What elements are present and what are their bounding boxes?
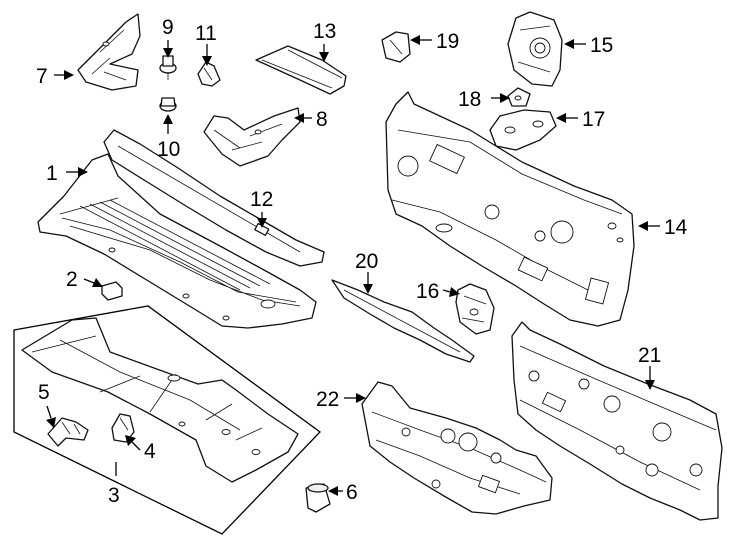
part-12-seal-strip [103, 129, 325, 267]
callout-2: 2 [66, 268, 78, 291]
part-10-plug [159, 97, 177, 112]
part-20-seal [331, 279, 475, 363]
callout-13: 13 [313, 20, 336, 43]
callout-7: 7 [36, 65, 48, 88]
callout-6: 6 [346, 481, 358, 504]
callout-3: 3 [108, 484, 120, 507]
callout-9: 9 [162, 16, 174, 39]
callout-4: 4 [144, 440, 156, 463]
callout-8: 8 [316, 108, 328, 131]
callout-19: 19 [436, 30, 459, 53]
part-17-bracket [489, 109, 557, 151]
callout-11: 11 [195, 22, 217, 45]
part-18-clip [507, 87, 531, 107]
part-9-bolt [159, 55, 177, 80]
part-8-bracket [203, 107, 301, 167]
callout-22: 22 [316, 388, 339, 411]
part-14-dash-panel [385, 91, 635, 327]
part-13-tray [255, 45, 347, 95]
part-4-bracket [111, 413, 135, 443]
callout-1: 1 [46, 162, 58, 185]
callout-18: 18 [458, 88, 481, 111]
part-2-clip [101, 281, 123, 301]
callout-labels: 1 2 3 4 5 6 7 8 9 10 11 12 13 14 15 16 1… [36, 16, 688, 507]
part-6-grommet [305, 483, 331, 513]
part-3-cowl-panel [21, 317, 299, 483]
part-22-insulator [361, 381, 553, 515]
part-5-bracket [47, 417, 89, 447]
part-7-bracket [77, 13, 141, 91]
part-3-assembly-group [13, 305, 321, 535]
callout-12: 12 [250, 188, 273, 211]
callout-5: 5 [38, 381, 50, 404]
callout-21: 21 [638, 344, 661, 367]
part-16-bracket [455, 283, 495, 335]
callout-17: 17 [582, 108, 605, 131]
part-3-group-outline [13, 305, 321, 535]
part-19-bracket [381, 31, 411, 63]
callout-16: 16 [416, 280, 439, 303]
callout-20: 20 [355, 250, 378, 273]
part-1-cowl-top [37, 153, 317, 329]
callout-15: 15 [590, 34, 613, 57]
part-11-clip [197, 61, 221, 87]
part-15-panel [507, 11, 563, 87]
part-21-insulator [511, 321, 723, 521]
leader-lines [46, 35, 660, 496]
callout-10: 10 [157, 138, 180, 161]
callout-14: 14 [664, 216, 688, 239]
